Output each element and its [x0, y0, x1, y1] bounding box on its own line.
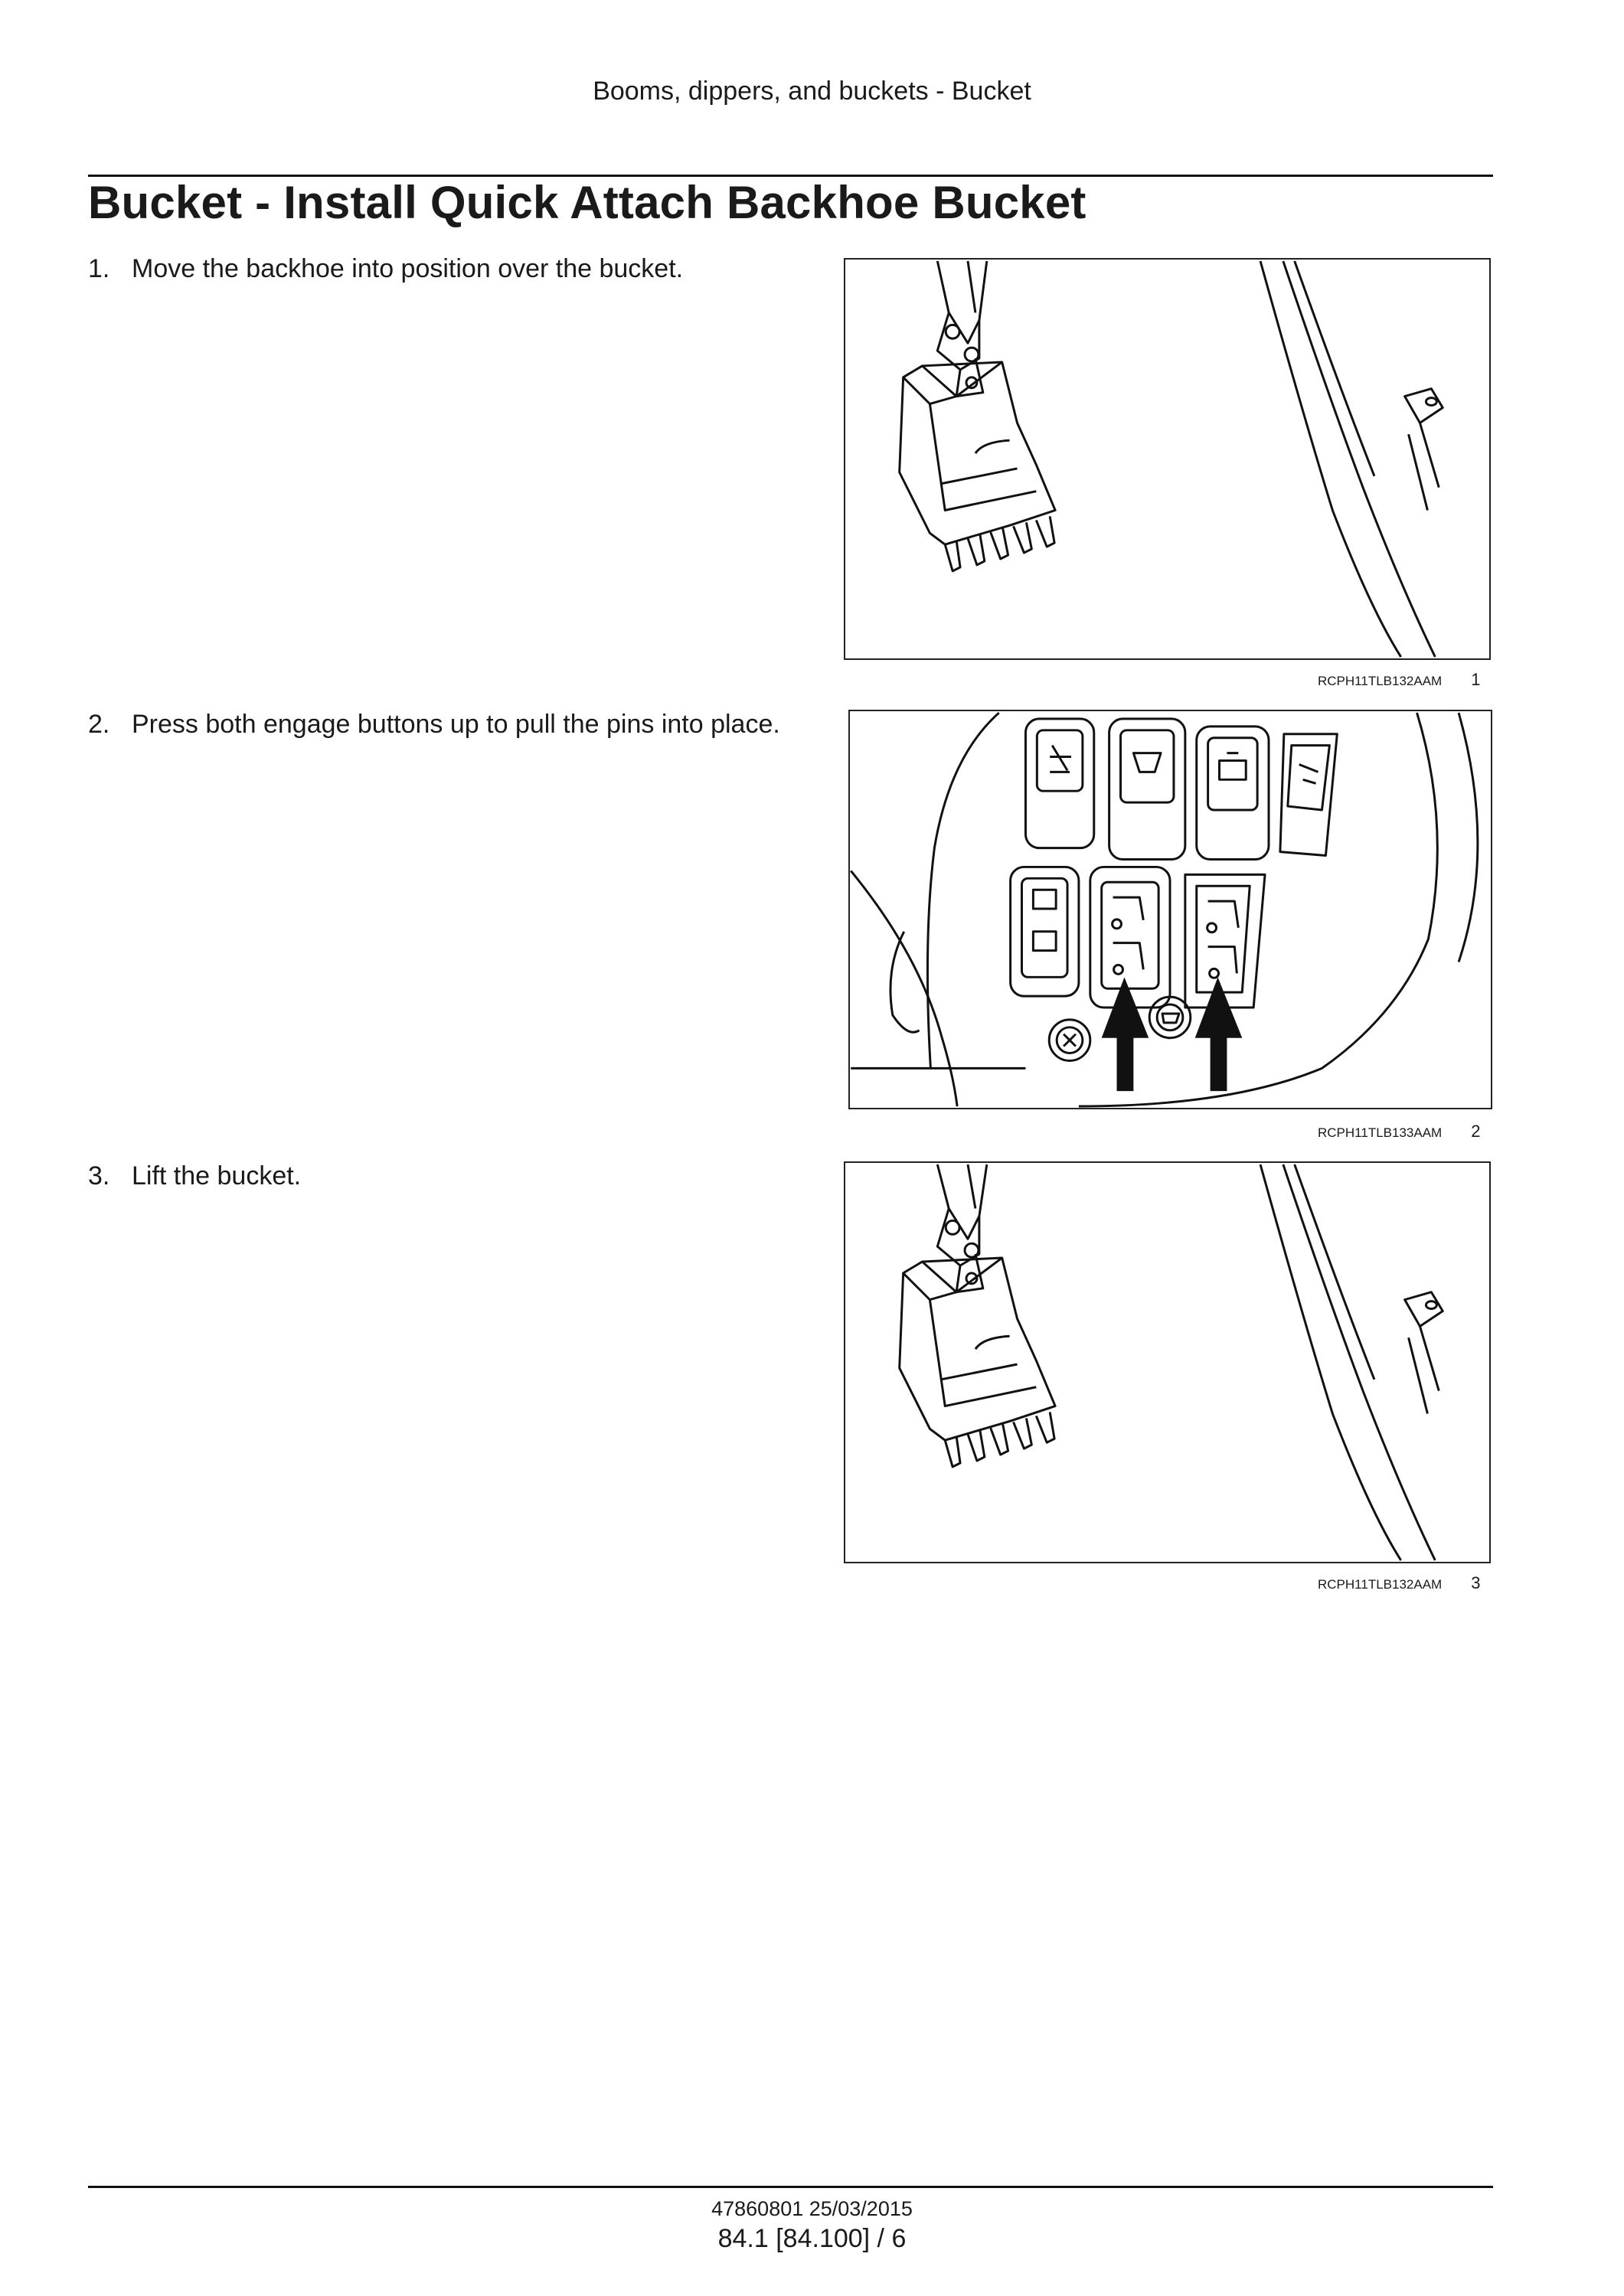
switch-panel-illustration: [850, 711, 1479, 1108]
step-text: Move the backhoe into position over the …: [132, 254, 684, 283]
backhoe-bucket-illustration: [898, 1164, 1444, 1561]
arrow-up-icon: [1101, 977, 1149, 1092]
figure-number: 3: [1471, 1573, 1481, 1592]
figure-1: [844, 258, 1491, 660]
step-number: 1.: [88, 254, 110, 283]
footer-rule: [88, 2186, 1493, 2188]
step-1: 1. Move the backhoe into position over t…: [88, 253, 789, 285]
document-id: 47860801 25/03/2015: [711, 2197, 913, 2220]
figure-2: [848, 710, 1492, 1109]
header-rule: [88, 175, 1493, 177]
step-3: 3. Lift the bucket.: [88, 1160, 789, 1192]
figure-code: RCPH11TLB132AAM: [1318, 1577, 1443, 1592]
step-text: Press both engage buttons up to pull the…: [132, 710, 780, 739]
step-number: 3.: [88, 1161, 110, 1190]
step-2: 2. Press both engage buttons up to pull …: [88, 708, 789, 740]
step-number: 2.: [88, 710, 110, 739]
figure-2-caption: RCPH11TLB133AAM 2: [1318, 1122, 1480, 1141]
running-header: Booms, dippers, and buckets - Bucket: [593, 77, 1031, 106]
figure-3-caption: RCPH11TLB132AAM 3: [1318, 1573, 1480, 1593]
page-title: Bucket - Install Quick Attach Backhoe Bu…: [88, 177, 1086, 228]
figure-number: 1: [1471, 670, 1481, 689]
step-text: Lift the bucket.: [132, 1161, 302, 1190]
figure-number: 2: [1471, 1122, 1481, 1141]
arrow-up-icon: [1194, 977, 1243, 1092]
figure-code: RCPH11TLB132AAM: [1318, 674, 1443, 688]
backhoe-bucket-illustration: [898, 260, 1444, 658]
figure-1-caption: RCPH11TLB132AAM 1: [1318, 670, 1480, 690]
page-number: 84.1 [84.100] / 6: [717, 2224, 907, 2253]
figure-code: RCPH11TLB133AAM: [1318, 1125, 1443, 1140]
figure-3: [844, 1161, 1491, 1563]
